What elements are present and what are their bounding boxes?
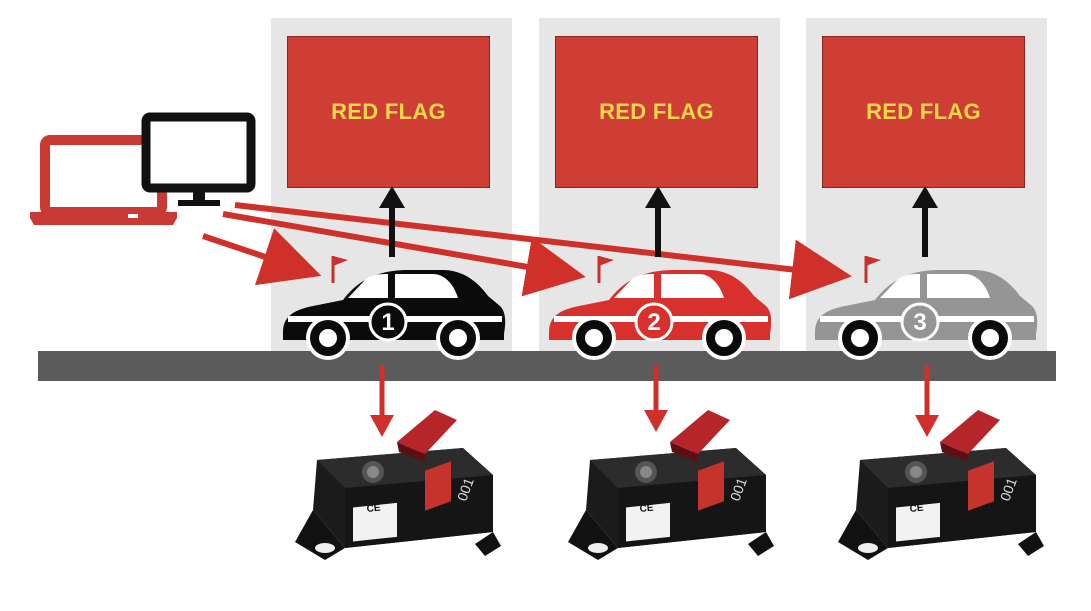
device-id-3: 001 bbox=[997, 475, 1020, 503]
car-number-2: 2 bbox=[647, 309, 660, 336]
car-number-3: 3 bbox=[913, 309, 926, 336]
device-ce-label-2: CE bbox=[639, 503, 654, 515]
red-flag-box-2: RED FLAG bbox=[555, 36, 758, 188]
race-track bbox=[38, 351, 1056, 381]
up-arrows bbox=[379, 186, 938, 257]
red-flag-label-1: RED FLAG bbox=[331, 99, 446, 124]
car-icon-1 bbox=[283, 270, 506, 360]
flag-icon-2 bbox=[597, 256, 614, 283]
device-ce-label-3: CE bbox=[909, 503, 924, 515]
monitor-icon bbox=[141, 112, 256, 206]
car-icon-3 bbox=[815, 270, 1038, 360]
red-flag-label-3: RED FLAG bbox=[866, 99, 981, 124]
signal-arrow-2 bbox=[222, 211, 586, 297]
red-flag-box-1: RED FLAG bbox=[287, 36, 490, 188]
car-number-1: 1 bbox=[381, 309, 394, 336]
device-id-1: 001 bbox=[454, 475, 477, 503]
red-flag-label-2: RED FLAG bbox=[599, 99, 714, 124]
signal-arrow-1 bbox=[202, 228, 322, 286]
flag-icon-1 bbox=[331, 256, 348, 283]
signal-arrow-3 bbox=[234, 202, 852, 300]
flag-icon-3 bbox=[864, 256, 881, 283]
signal-arrows bbox=[202, 202, 852, 300]
device-ce-label-1: CE bbox=[366, 503, 381, 515]
car-icon-2 bbox=[549, 270, 772, 360]
device-id-2: 001 bbox=[727, 475, 750, 503]
red-flag-box-3: RED FLAG bbox=[822, 36, 1025, 188]
down-arrows bbox=[370, 365, 939, 437]
